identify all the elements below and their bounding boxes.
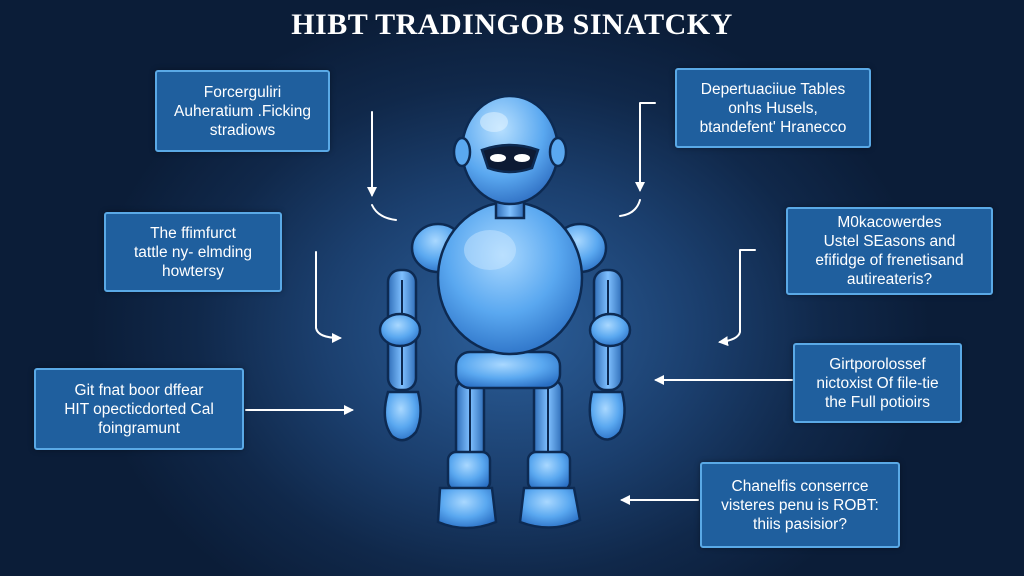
callout-line: onhs Husels, [728,99,818,117]
callout-line: autireateris? [846,271,933,288]
callout-box-1: Forcerguliri Auheratium .Ficking stradio… [155,70,330,152]
callout-line: tattle ny- elmding [133,243,253,261]
callout-line: thiis pasisior? [753,515,847,533]
diagram-title: HIBT TRADINGOB SINATCKY [291,8,733,41]
callout-line: the Full potioirs [824,393,931,411]
callout-box-5: M0kacowerdes Ustel SEasons and efifidge … [786,207,993,295]
callout-box-2: The ffimfurct tattle ny- elmding howters… [104,212,282,292]
arrow-box5 [718,249,756,347]
callout-line: HIT opecticdorted Cal [64,400,214,418]
callout-line: Girtporolossef [829,355,926,373]
connector-arrows [245,102,793,505]
callout-line: Forcerguliri [203,83,282,101]
callout-line: Chanelfis conserrce [731,477,869,495]
callout-line: btandefent' Hranecco [699,118,847,136]
arrow-box4 [635,102,656,192]
arrow-box1-tail [371,204,397,221]
arrow-box4-tail [619,199,641,217]
callout-line: efifidge of frenetisand [815,252,964,269]
callout-line: stradiows [209,121,276,139]
robot-icon [378,94,632,530]
callout-box-4: Depertuaciiue Tables onhs Husels, btande… [675,68,871,148]
arrow-box2 [315,251,342,343]
callout-box-7: Chanelfis conserrce visteres penu is ROB… [700,462,900,548]
callout-box-6: Girtporolossef nictoxist Of file-tie the… [793,343,962,423]
callout-line: foingramunt [98,419,180,437]
callout-line: Auheratium .Ficking [174,102,311,120]
callout-line: Ustel SEasons and [823,233,956,250]
callout-line: nictoxist Of file-tie [816,374,939,392]
callout-line: howtersy [161,262,225,280]
callout-line: The ffimfurct [150,224,236,242]
callout-line: Depertuaciiue Tables [700,80,846,98]
callout-line: visteres penu is ROBT: [721,496,879,514]
callout-box-3: Git fnat boor dffear HIT opecticdorted C… [34,368,244,450]
callout-line: Git fnat boor dffear [74,381,204,399]
callout-line: M0kacowerdes [837,214,942,231]
